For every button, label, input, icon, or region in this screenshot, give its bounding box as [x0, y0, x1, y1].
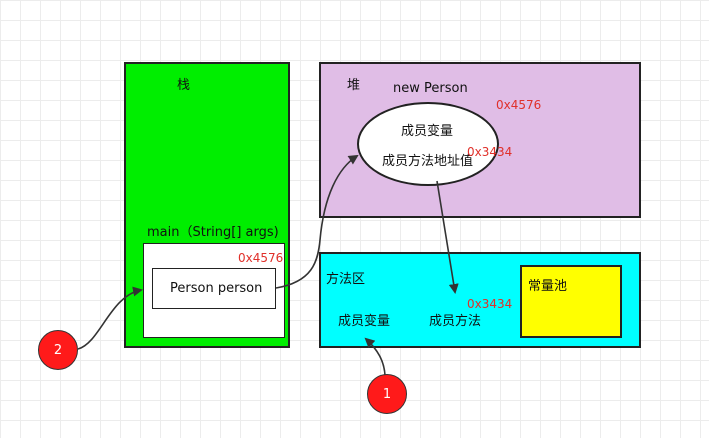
arrow-marker1-to-member-vars: [364, 337, 386, 376]
stack-title: 栈: [177, 78, 191, 93]
person-var-address: 0x4576: [238, 251, 284, 265]
method-area-method-address: 0x3434: [467, 297, 513, 311]
constant-pool-box: [520, 265, 622, 338]
method-area-title: 方法区: [326, 272, 366, 287]
method-area-member-methods: 成员方法: [429, 314, 482, 329]
heap-method-address: 0x3434: [467, 145, 513, 159]
heap-member-vars: 成员变量: [401, 124, 454, 139]
step-marker-1: 1: [367, 374, 407, 414]
heap-method-addr-value: 成员方法地址值: [382, 154, 474, 169]
step-marker-2: 2: [38, 330, 78, 370]
person-object-ellipse: [357, 102, 499, 186]
arrow-marker2-to-stack: [77, 286, 143, 350]
constant-pool-label: 常量池: [528, 279, 568, 294]
main-frame-label: main（String[] args): [147, 225, 279, 240]
person-variable-label: Person person: [170, 281, 263, 296]
heap-title: 堆: [347, 78, 361, 93]
object-label: new Person: [393, 81, 468, 96]
object-address: 0x4576: [496, 98, 542, 112]
method-area-member-vars: 成员变量: [338, 314, 391, 329]
arrow-reference-to-object: [275, 154, 359, 289]
arrow-object-to-method: [436, 180, 459, 294]
person-variable-box: [152, 268, 276, 309]
